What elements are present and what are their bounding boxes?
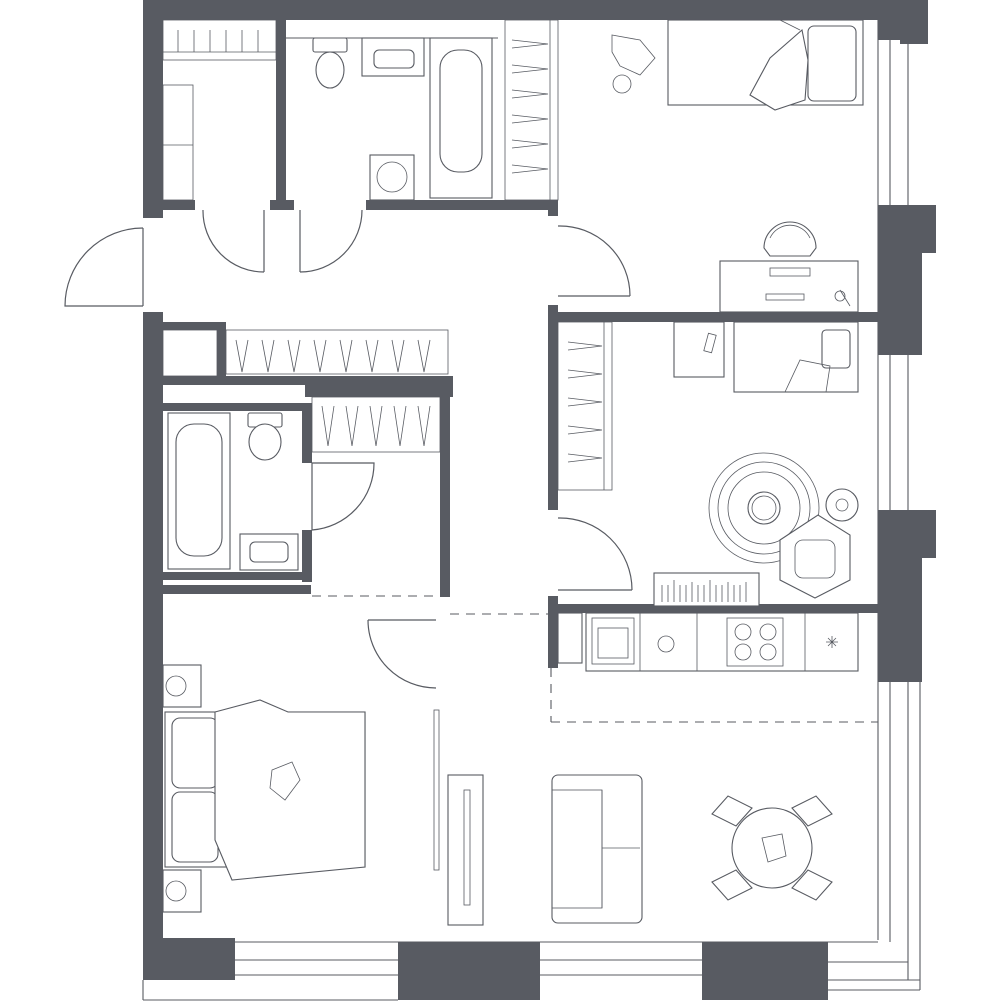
chair-icon [763, 221, 817, 257]
mirror-icon [433, 709, 440, 871]
toilet-icon [312, 37, 348, 89]
wardrobe-icon [504, 19, 559, 201]
nightstand-icon [162, 664, 202, 913]
walls [143, 0, 936, 1000]
bathtub-icon [429, 37, 493, 199]
doors [64, 209, 633, 689]
tv-icon [447, 774, 484, 926]
wardrobe-icon [311, 396, 441, 453]
armchair-icon [779, 514, 851, 599]
washing-machine-icon [369, 154, 415, 201]
stove-icon [557, 612, 859, 672]
wardrobe-icon [162, 19, 277, 201]
sofa-icon [551, 774, 643, 924]
zone-lines [312, 595, 878, 723]
toy-icon [611, 34, 656, 94]
exterior-lines [142, 20, 921, 1001]
sink-icon [361, 37, 425, 77]
bathtub-icon [167, 412, 231, 570]
bed-icon [733, 321, 859, 393]
toilet-icon [247, 412, 283, 461]
wardrobe-icon [225, 329, 449, 375]
desk-icon [719, 260, 859, 313]
dining-table-icon [711, 795, 833, 901]
desk-icon [673, 321, 725, 378]
wardrobe-icon [557, 321, 613, 491]
rug-icon [708, 452, 820, 564]
bed-icon [164, 699, 366, 881]
bed-icon [667, 19, 864, 111]
bookshelf-icon [653, 572, 760, 607]
sink-icon [239, 533, 299, 571]
lamp-icon [825, 488, 859, 522]
